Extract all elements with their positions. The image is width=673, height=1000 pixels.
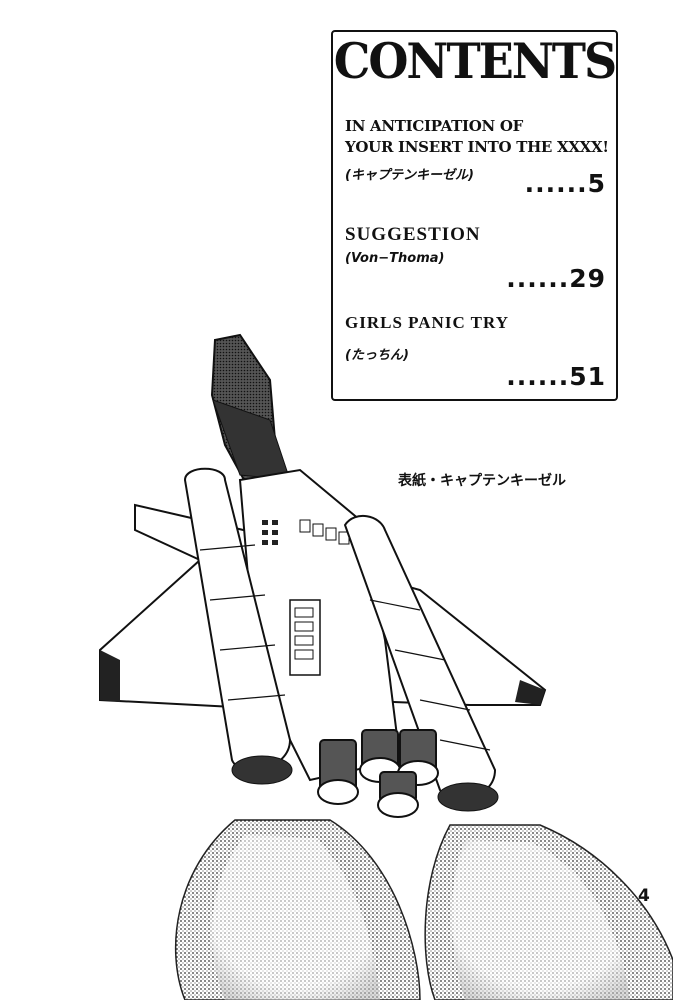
engine-nozzles	[317, 729, 439, 818]
entry-2-author: (Von−Thoma)	[345, 251, 445, 266]
entry-2-title: SUGGESTION	[345, 224, 481, 245]
cover-credit: 表紙・キャプテンキーゼル	[398, 473, 566, 489]
page-number: 4	[638, 886, 650, 906]
contents-title: CONTENTS	[333, 32, 618, 90]
entry-3-title: GIRLS PANIC TRY	[345, 313, 509, 332]
booster-right	[343, 515, 499, 812]
entry-2-page: ......29	[506, 264, 606, 293]
entry-3-author: (たっちん)	[345, 348, 409, 363]
entry-1-author: (キャプテンキーゼル)	[345, 168, 474, 183]
entry-1-page: ......5	[524, 169, 606, 198]
entry-3-page: ......51	[506, 362, 606, 391]
booster-left	[183, 467, 293, 785]
entry-1-title-line1: IN ANTICIPATION OF	[345, 117, 523, 135]
contents-box: CONTENTS IN ANTICIPATION OF YOUR INSERT …	[331, 30, 618, 401]
exhaust-plume-left	[174, 819, 421, 1000]
entry-1-title-line2: YOUR INSERT INTO THE XXXX!	[345, 138, 609, 156]
exhaust-plume-right	[424, 824, 673, 1000]
